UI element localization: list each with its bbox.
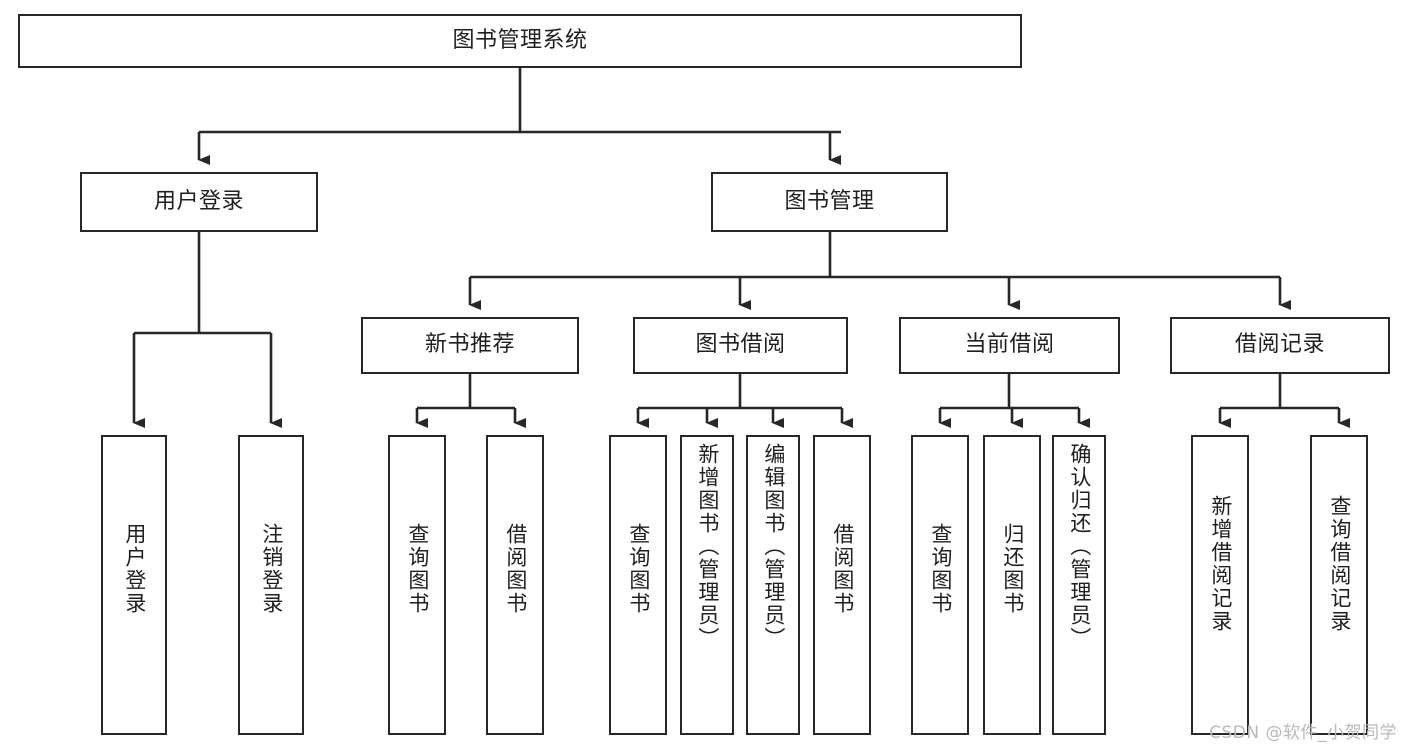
leaf-borrow-book-borrow[interactable]: 借阅图书 — [813, 435, 871, 735]
node-book-borrow-label: 图书借阅 — [695, 332, 786, 358]
leaf-add-borrow-record-label: 新增借阅记录 — [1208, 495, 1233, 633]
leaf-edit-book-admin-label: 编辑图书（管理员） — [761, 443, 786, 650]
leaf-query-borrow-record-label: 查询借阅记录 — [1327, 495, 1352, 633]
leaf-edit-book-admin[interactable]: 编辑图书（管理员） — [746, 435, 800, 735]
leaf-query-borrow-record[interactable]: 查询借阅记录 — [1310, 435, 1368, 735]
leaf-user-login[interactable]: 用户登录 — [101, 435, 167, 735]
node-book-management-label: 图书管理 — [784, 188, 875, 214]
leaf-logout-login[interactable]: 注销登录 — [238, 435, 304, 735]
leaf-confirm-return-admin-label: 确认归还（管理员） — [1067, 443, 1092, 650]
leaf-add-book-admin[interactable]: 新增图书（管理员） — [680, 435, 734, 735]
leaf-query-book-current-label: 查询图书 — [928, 523, 953, 615]
leaf-query-book-recommend-label: 查询图书 — [405, 523, 430, 615]
node-current-borrow-label: 当前借阅 — [964, 332, 1055, 358]
node-new-book-recommend[interactable]: 新书推荐 — [361, 317, 579, 374]
node-user-login[interactable]: 用户登录 — [80, 172, 318, 232]
leaf-add-book-admin-label: 新增图书（管理员） — [695, 443, 720, 650]
leaf-return-book[interactable]: 归还图书 — [983, 435, 1041, 735]
leaf-add-borrow-record[interactable]: 新增借阅记录 — [1191, 435, 1249, 735]
leaf-query-book-recommend[interactable]: 查询图书 — [388, 435, 446, 735]
node-current-borrow[interactable]: 当前借阅 — [899, 317, 1120, 374]
node-borrow-record-label: 借阅记录 — [1234, 332, 1325, 358]
leaf-return-book-label: 归还图书 — [1000, 523, 1025, 615]
node-borrow-record[interactable]: 借阅记录 — [1170, 317, 1390, 374]
leaf-user-login-label: 用户登录 — [122, 523, 147, 615]
leaf-logout-login-label: 注销登录 — [259, 523, 284, 615]
node-book-management[interactable]: 图书管理 — [711, 172, 948, 232]
watermark: CSDN @软件_小贺同学 — [1209, 723, 1397, 743]
node-root-label: 图书管理系统 — [452, 27, 588, 53]
leaf-query-book-current[interactable]: 查询图书 — [911, 435, 969, 735]
leaf-confirm-return-admin[interactable]: 确认归还（管理员） — [1052, 435, 1106, 735]
node-user-login-label: 用户登录 — [153, 188, 244, 214]
node-book-borrow[interactable]: 图书借阅 — [633, 317, 848, 374]
leaf-borrow-book-recommend-label: 借阅图书 — [503, 523, 528, 615]
leaf-borrow-book-recommend[interactable]: 借阅图书 — [486, 435, 544, 735]
node-root[interactable]: 图书管理系统 — [18, 14, 1022, 68]
leaf-query-book-borrow-label: 查询图书 — [626, 523, 651, 615]
leaf-borrow-book-borrow-label: 借阅图书 — [830, 523, 855, 615]
node-new-book-recommend-label: 新书推荐 — [424, 332, 515, 358]
leaf-query-book-borrow[interactable]: 查询图书 — [609, 435, 667, 735]
